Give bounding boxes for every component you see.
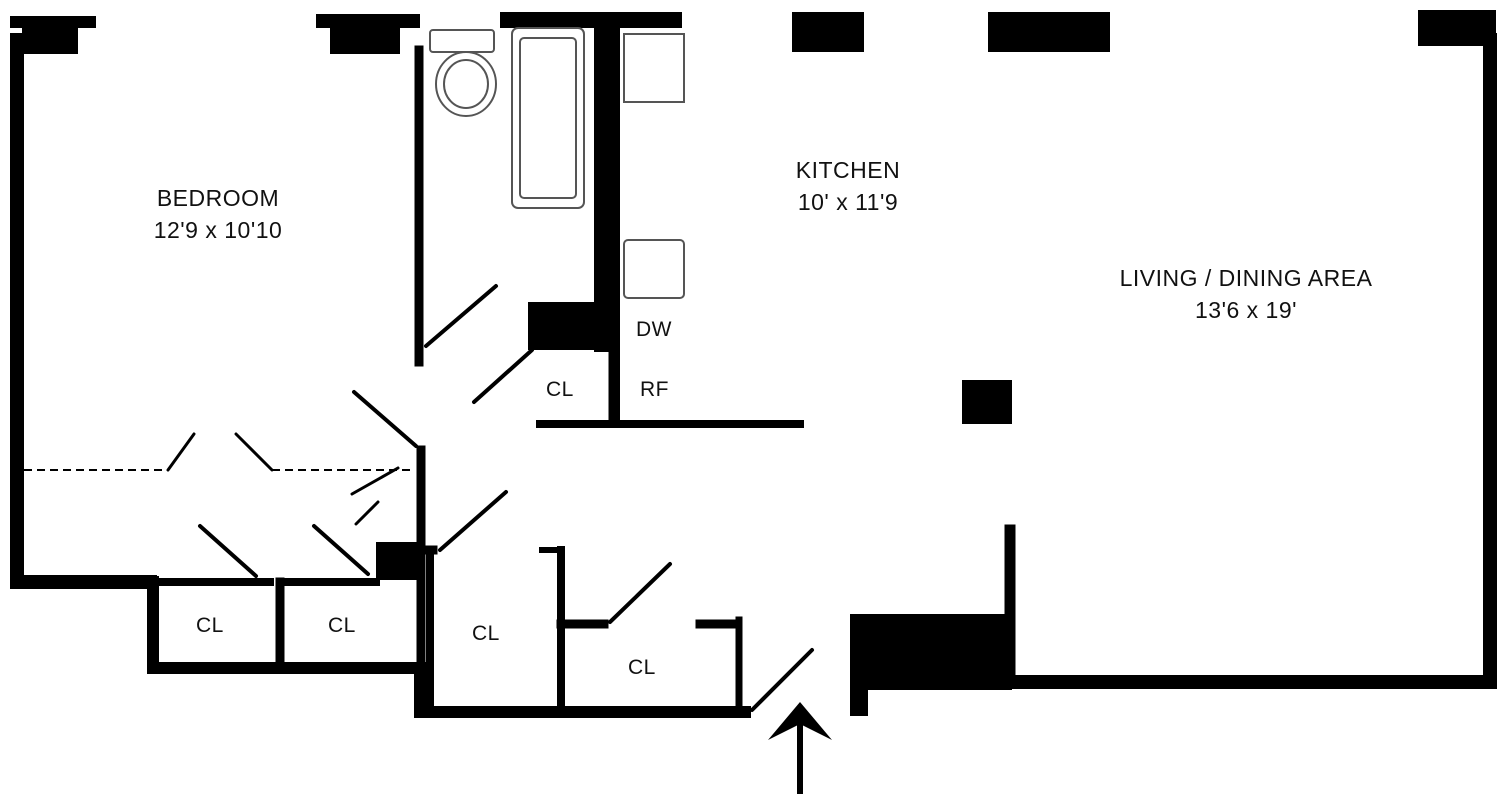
- bedroom-door: [352, 390, 418, 448]
- top-wall-blocks: [10, 10, 1496, 54]
- wall-block: [850, 614, 1012, 690]
- closet-door: [198, 524, 258, 578]
- bedroom-opening-door: [166, 432, 196, 472]
- linen-closet-door: [354, 500, 380, 526]
- kitchen-label: KITCHEN 10' x 11'9: [796, 154, 900, 218]
- closet-door: [312, 524, 370, 576]
- toilet-tank: [429, 29, 495, 53]
- door-swings: [166, 284, 814, 712]
- living-exterior-wall: [1003, 33, 1497, 689]
- foyer-exterior-wall: [414, 662, 751, 718]
- interior-walls: [151, 22, 1016, 716]
- wall-block: [376, 542, 424, 580]
- bedroom-size: 12'9 x 10'10: [153, 217, 283, 243]
- wall-block: [500, 12, 682, 28]
- exterior-walls: [10, 33, 1497, 718]
- bathtub: [511, 27, 585, 209]
- corridor-closet-door: [438, 490, 508, 552]
- bedroom-closet-2-label: CL: [328, 614, 356, 637]
- bathtub-inner: [519, 37, 577, 199]
- wall-block: [792, 12, 864, 52]
- living-label: LIVING / DINING AREA 13'6 x 19': [1120, 262, 1373, 326]
- bedroom-label: BEDROOM 12'9 x 10'10: [154, 182, 283, 246]
- hall-closet-door: [472, 348, 534, 404]
- toilet-bowl: [435, 51, 497, 117]
- foyer-closet-2-label: CL: [628, 656, 656, 679]
- refrigerator-label: RF: [640, 378, 669, 401]
- linen-closet-door: [350, 466, 400, 496]
- foyer-closet-door: [608, 562, 672, 624]
- sink: [623, 239, 685, 299]
- entry-door: [750, 648, 814, 712]
- living-size: 13'6 x 19': [1194, 297, 1298, 323]
- bathroom-door: [424, 284, 498, 348]
- wall-block: [850, 614, 868, 716]
- column: [962, 380, 1012, 424]
- toilet-seat: [443, 59, 489, 109]
- arrow-up-icon: [768, 702, 832, 794]
- dishwasher-label: DW: [636, 318, 672, 341]
- foyer-closet-1-label: CL: [472, 622, 500, 645]
- wall-block: [330, 14, 400, 54]
- wall-block: [988, 12, 1110, 52]
- closet-exterior-wall: [147, 576, 426, 674]
- bedroom-name: BEDROOM: [156, 185, 280, 211]
- kitchen-size: 10' x 11'9: [797, 189, 899, 215]
- living-name: LIVING / DINING AREA: [1119, 265, 1373, 291]
- kitchen-fixtures: [623, 33, 685, 299]
- bathroom-fixtures: [429, 27, 585, 209]
- stove: [623, 33, 685, 103]
- wall-block: [528, 302, 600, 350]
- bedroom-exterior-wall: [10, 33, 157, 589]
- hall-closet-label: CL: [546, 378, 574, 401]
- arrow-head: [768, 702, 832, 740]
- kitchen-name: KITCHEN: [795, 157, 901, 183]
- bedroom-closet-1-label: CL: [196, 614, 224, 637]
- bedroom-opening-door: [234, 432, 274, 472]
- wall-block: [22, 16, 78, 54]
